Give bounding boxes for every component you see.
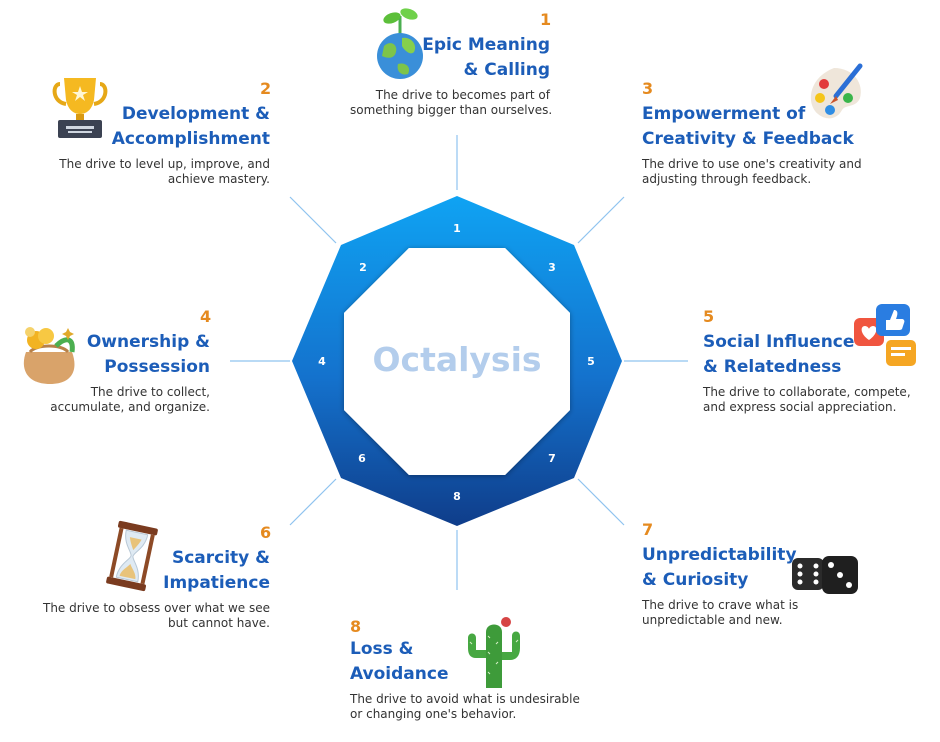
- drive-title: Social Influence: [703, 332, 855, 352]
- drive-desc: The drive to avoid what is undesirable: [350, 692, 580, 706]
- money-bag-icon: [23, 327, 75, 384]
- drive-number: 1: [540, 10, 552, 29]
- octagon-shape: [292, 196, 622, 526]
- vertex-6: 6: [358, 452, 366, 465]
- drive-title: Empowerment of: [642, 104, 806, 124]
- octagon-center: [344, 248, 570, 475]
- drive-title: Development &: [121, 104, 270, 124]
- hourglass-icon: [106, 520, 158, 592]
- drive-number: 7: [642, 520, 654, 539]
- drive-title: Ownership &: [86, 332, 210, 352]
- vertex-1: 1: [453, 222, 461, 235]
- drive-desc-line2: accumulate, and organize.: [50, 400, 210, 414]
- drive-title-line2: & Calling: [463, 60, 550, 80]
- drive-title-line2: Possession: [104, 357, 210, 377]
- vertex-5: 5: [587, 355, 595, 368]
- paint-palette-icon: [810, 63, 863, 119]
- drive-desc-line2: or changing one's behavior.: [350, 707, 517, 721]
- vertex-2: 2: [359, 261, 367, 274]
- connector-6: [289, 478, 337, 526]
- drive-title-line2: Accomplishment: [111, 129, 270, 149]
- center-title: Octalysis: [372, 340, 541, 379]
- drive-title-line2: Creativity & Feedback: [642, 129, 854, 149]
- earth-sprout-icon: [377, 8, 423, 79]
- drive-title: Loss &: [350, 639, 414, 659]
- drive-number: 3: [642, 79, 654, 98]
- drive-title-line2: & Relatedness: [703, 357, 842, 377]
- drive-desc-line2: achieve mastery.: [167, 172, 270, 186]
- vertex-3: 3: [548, 261, 556, 274]
- vertex-4: 4: [318, 355, 326, 368]
- drive-desc-line2: and express social appreciation.: [703, 400, 897, 414]
- connector-2: [289, 196, 337, 244]
- drive-desc: The drive to crave what is: [642, 598, 799, 612]
- drive-title: Scarcity &: [171, 548, 270, 568]
- drive-number: 8: [350, 617, 362, 636]
- trophy-icon: [52, 78, 108, 138]
- drive-desc-line2: adjusting through feedback.: [642, 172, 812, 186]
- vertex-7: 7: [548, 452, 556, 465]
- drive-desc: The drive to level up, improve, and: [59, 157, 270, 171]
- connector-7: [577, 478, 625, 526]
- drive-desc: The drive to collaborate, compete,: [703, 385, 911, 399]
- cactus-icon: [468, 617, 520, 688]
- drive-number: 6: [260, 523, 272, 542]
- drive-desc: The drive to becomes part of: [375, 88, 550, 102]
- connector-lines: [230, 135, 688, 590]
- drive-title-line2: Avoidance: [350, 664, 449, 684]
- drive-title-line2: & Curiosity: [642, 570, 749, 590]
- drive-desc: The drive to collect,: [90, 385, 210, 399]
- drive-desc-line2: unpredictable and new.: [642, 613, 783, 627]
- drive-title: Epic Meaning: [422, 35, 550, 55]
- drive-title-line2: Impatience: [163, 573, 270, 593]
- drive-number: 4: [200, 307, 212, 326]
- dice-icon: [792, 556, 858, 594]
- drive-desc-line2: something bigger than ourselves.: [350, 103, 553, 117]
- social-reactions-icon: [854, 304, 916, 366]
- drive-desc: The drive to obsess over what we see: [43, 601, 270, 615]
- drive-desc: The drive to use one's creativity and: [642, 157, 862, 171]
- drive-number: 5: [703, 307, 715, 326]
- connector-3: [577, 196, 625, 244]
- drive-desc-line2: but cannot have.: [167, 616, 270, 630]
- drive-number: 2: [260, 79, 272, 98]
- vertex-8: 8: [453, 490, 461, 503]
- drive-title: Unpredictability: [642, 545, 797, 565]
